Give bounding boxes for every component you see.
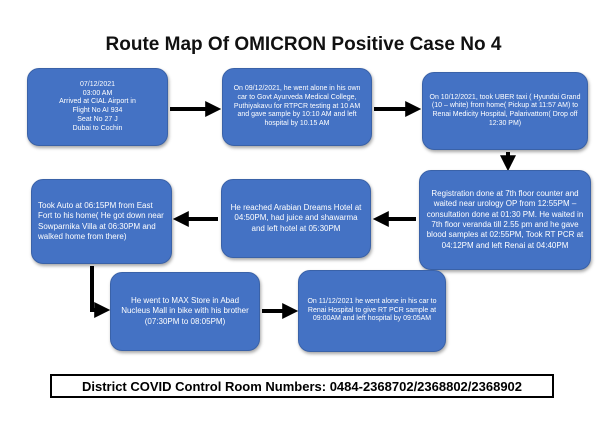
step-text: 07/12/2021 03:00 AM Arrived at CIAL Airp…	[59, 80, 136, 132]
step-box-auto-home: Took Auto at 06:15PM from East Fort to h…	[31, 179, 172, 264]
step-text: He reached Arabian Dreams Hotel at 04:50…	[230, 202, 362, 233]
step-box-rtpcr-testing: On 09/12/2021, he went alone in his own …	[222, 68, 372, 146]
step-box-hospital-visit: Registration done at 7th floor counter a…	[419, 170, 591, 270]
step-box-uber-to-hospital: On 10/12/2021, took UBER taxi ( Hyundai …	[422, 72, 588, 150]
step-box-max-store: He went to MAX Store in Abad Nucleus Mal…	[110, 272, 260, 351]
step-text: On 09/12/2021, he went alone in his own …	[233, 85, 361, 128]
arrow-6-to-7	[90, 266, 111, 318]
step-text: On 11/12/2021 he went alone in his car t…	[307, 297, 437, 323]
control-room-banner: District COVID Control Room Numbers: 048…	[50, 374, 554, 398]
page-title: Route Map Of OMICRON Positive Case No 4	[105, 34, 502, 55]
step-box-hotel: He reached Arabian Dreams Hotel at 04:50…	[221, 179, 371, 258]
step-text: On 10/12/2021, took UBER taxi ( Hyundai …	[429, 93, 581, 127]
step-text: Registration done at 7th floor counter a…	[426, 188, 584, 250]
step-text: Took Auto at 06:15PM from East Fort to h…	[38, 200, 164, 241]
step-box-arrival: 07/12/2021 03:00 AM Arrived at CIAL Airp…	[27, 68, 168, 146]
step-box-rtpcr-sample: On 11/12/2021 he went alone in his car t…	[298, 270, 446, 352]
step-text: He went to MAX Store in Abad Nucleus Mal…	[121, 295, 249, 326]
